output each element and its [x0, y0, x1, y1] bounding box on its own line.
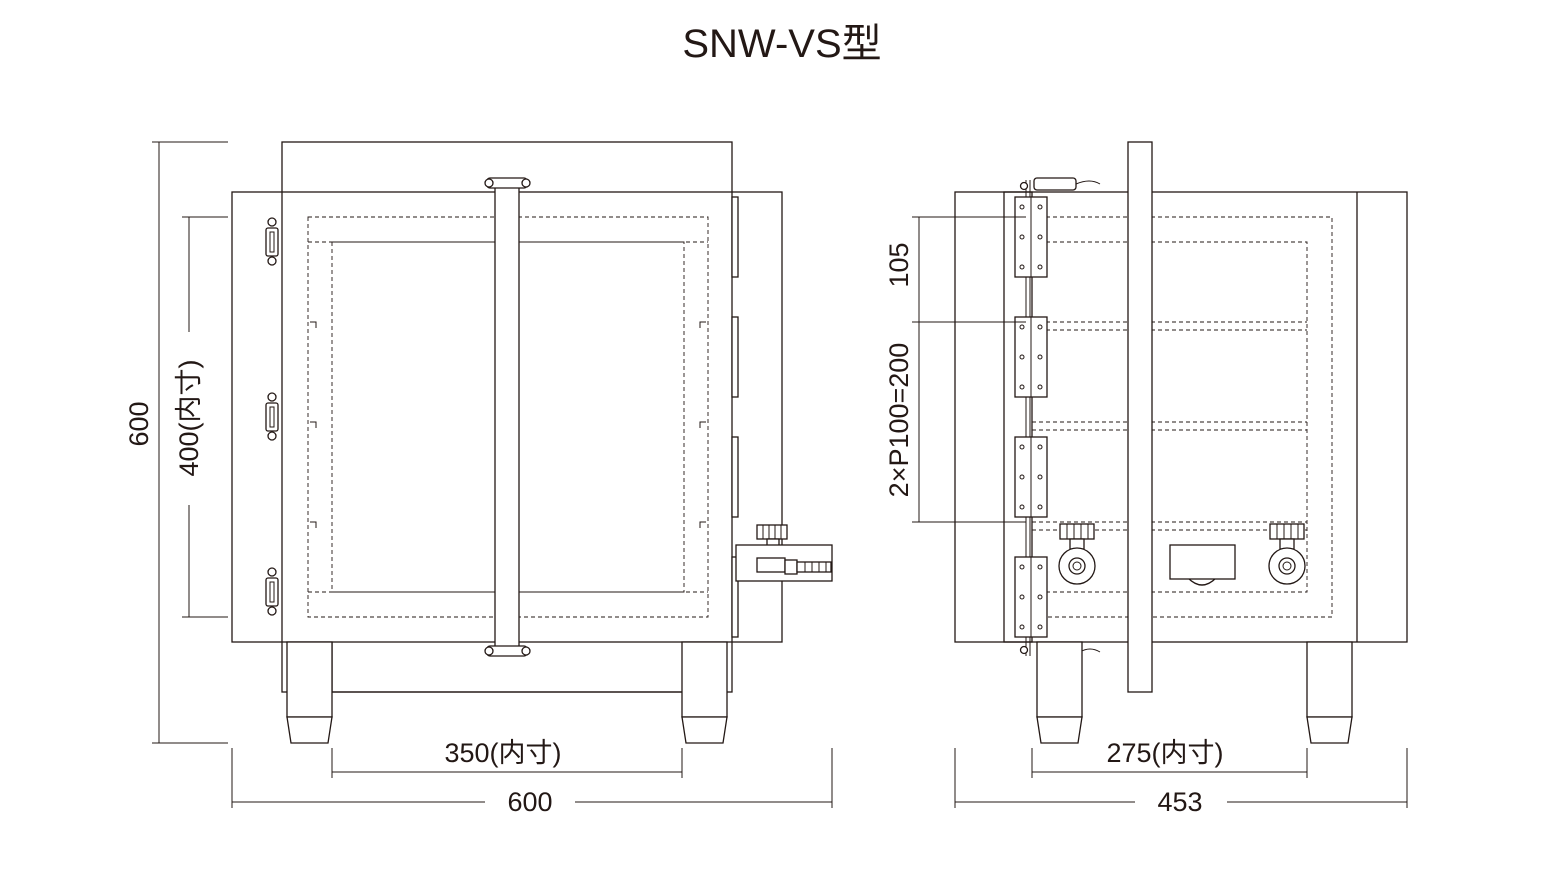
side-hinge-icon	[1014, 316, 1048, 398]
front-width-inner-label: 350(内寸)	[444, 738, 561, 768]
gas-valve-icon	[735, 524, 833, 582]
left-hinge-icon	[265, 567, 279, 616]
side-depth-inner-label: 275(内寸)	[1106, 738, 1223, 768]
side-chamber-inner-dashed	[1031, 241, 1308, 593]
door-handle-bar	[494, 182, 520, 652]
dim-side-depth-inner: 275(内寸)	[1031, 738, 1308, 778]
left-hinge-icon	[265, 217, 279, 266]
dim-front-height-inner: 400(内寸)	[174, 216, 228, 618]
front-view: 600 400(内寸) 350(内寸) 600	[124, 141, 833, 817]
top-latch-icon	[484, 177, 531, 189]
front-height-total-label: 600	[124, 401, 154, 446]
dim-side-pitch-shelves: 2×P100=200	[884, 322, 1026, 523]
front-left-leg	[286, 641, 333, 744]
side-left-valve-icon	[1058, 523, 1096, 585]
side-top-latch-icon	[1019, 177, 1101, 191]
side-depth-total-label: 453	[1157, 787, 1202, 817]
front-width-total-label: 600	[507, 787, 552, 817]
left-hinge-icon	[265, 392, 279, 441]
side-right-leg	[1306, 641, 1353, 744]
bottom-latch-icon	[484, 645, 531, 657]
side-view: 105 2×P100=200 275(内寸) 453	[884, 141, 1408, 817]
dim-side-depth-total: 453	[954, 748, 1408, 817]
side-hinge-icon	[1014, 556, 1048, 638]
side-pitch-top-label: 105	[884, 242, 914, 287]
side-hinge-icon	[1014, 436, 1048, 518]
side-right-valve-icon	[1268, 523, 1306, 585]
drawing-title: SNW-VS型	[682, 22, 881, 66]
side-handle-bar	[1127, 141, 1153, 693]
front-height-inner-label: 400(内寸)	[174, 359, 204, 476]
side-pitch-shelves-label: 2×P100=200	[884, 343, 914, 498]
front-right-leg	[681, 641, 728, 744]
right-side-panels	[731, 196, 739, 638]
side-hinge-icon	[1014, 196, 1048, 278]
dim-front-width-total: 600	[231, 748, 833, 817]
side-body-outline	[954, 191, 1408, 643]
dim-side-pitch-top: 105	[884, 216, 1026, 323]
dim-front-width-inner: 350(内寸)	[331, 738, 683, 778]
front-corner-marks	[310, 321, 706, 528]
side-meter-box-icon	[1169, 544, 1236, 586]
side-bottom-latch-icon	[1019, 645, 1101, 655]
dim-front-height-total: 600	[124, 141, 228, 744]
side-shelves	[1032, 321, 1307, 531]
side-left-leg	[1036, 641, 1083, 744]
